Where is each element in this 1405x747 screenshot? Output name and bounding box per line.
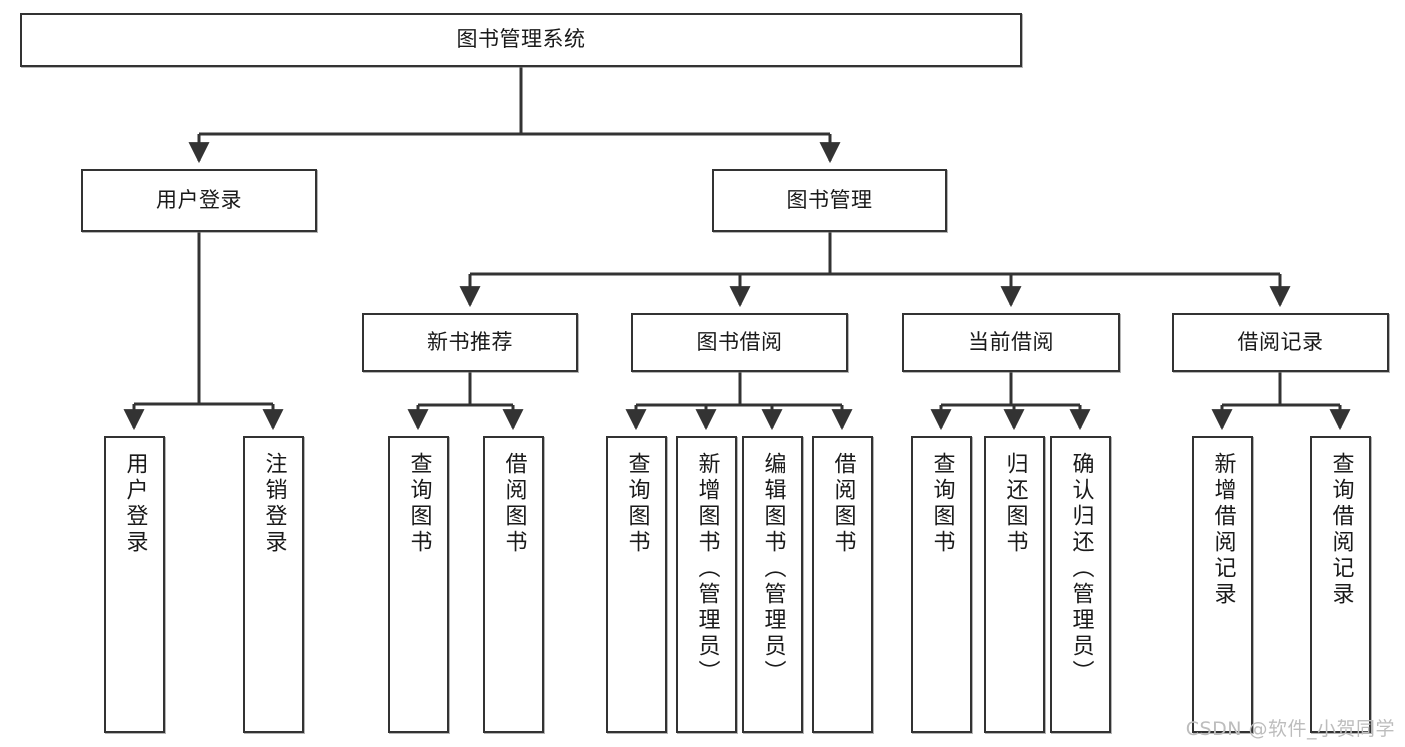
node-leaf-add-book[interactable]: 新增图书（管理员） [676,436,737,733]
node-leaf-query-book-3[interactable]: 查询图书 [911,436,972,733]
node-label: 编辑图书（管理员） [760,452,786,686]
node-book-manage[interactable]: 图书管理 [712,169,947,232]
node-label: 用户登录 [122,452,148,556]
node-label: 新增借阅记录 [1210,452,1236,608]
node-label: 查询图书 [929,452,955,556]
node-leaf-borrow-book-1[interactable]: 借阅图书 [483,436,544,733]
node-current-borrow[interactable]: 当前借阅 [902,313,1120,372]
node-leaf-query-book-2[interactable]: 查询图书 [606,436,667,733]
node-label: 图书管理系统 [456,27,586,52]
node-label: 当前借阅 [968,329,1054,354]
node-leaf-return-book[interactable]: 归还图书 [984,436,1045,733]
node-leaf-query-record[interactable]: 查询借阅记录 [1310,436,1371,733]
node-label: 新增图书（管理员） [694,452,720,686]
node-leaf-confirm-return[interactable]: 确认归还（管理员） [1050,436,1111,733]
node-label: 归还图书 [1002,452,1028,556]
node-leaf-user-login[interactable]: 用户登录 [104,436,165,733]
node-label: 图书管理 [786,187,873,212]
node-label: 借阅图书 [830,452,856,556]
node-label: 图书借阅 [696,329,783,354]
node-leaf-add-record[interactable]: 新增借阅记录 [1192,436,1253,733]
node-leaf-edit-book[interactable]: 编辑图书（管理员） [742,436,803,733]
node-label: 查询图书 [624,452,650,556]
node-root-system[interactable]: 图书管理系统 [20,13,1022,67]
node-book-borrow[interactable]: 图书借阅 [631,313,848,372]
node-label: 查询图书 [406,452,432,556]
node-new-book-recommend[interactable]: 新书推荐 [362,313,578,372]
node-label: 注销登录 [261,452,287,556]
node-label: 借阅记录 [1237,329,1324,354]
node-user-login[interactable]: 用户登录 [81,169,317,232]
node-leaf-logout[interactable]: 注销登录 [243,436,304,733]
node-leaf-query-book-1[interactable]: 查询图书 [388,436,449,733]
node-label: 用户登录 [156,187,242,212]
node-label: 确认归还（管理员） [1068,452,1094,686]
csdn-watermark: CSDN @软件_小贺同学 [1185,718,1395,740]
node-label: 借阅图书 [501,452,527,556]
node-label: 新书推荐 [427,329,513,354]
node-leaf-borrow-book-2[interactable]: 借阅图书 [812,436,873,733]
node-borrow-records[interactable]: 借阅记录 [1172,313,1389,372]
node-label: 查询借阅记录 [1328,452,1354,608]
